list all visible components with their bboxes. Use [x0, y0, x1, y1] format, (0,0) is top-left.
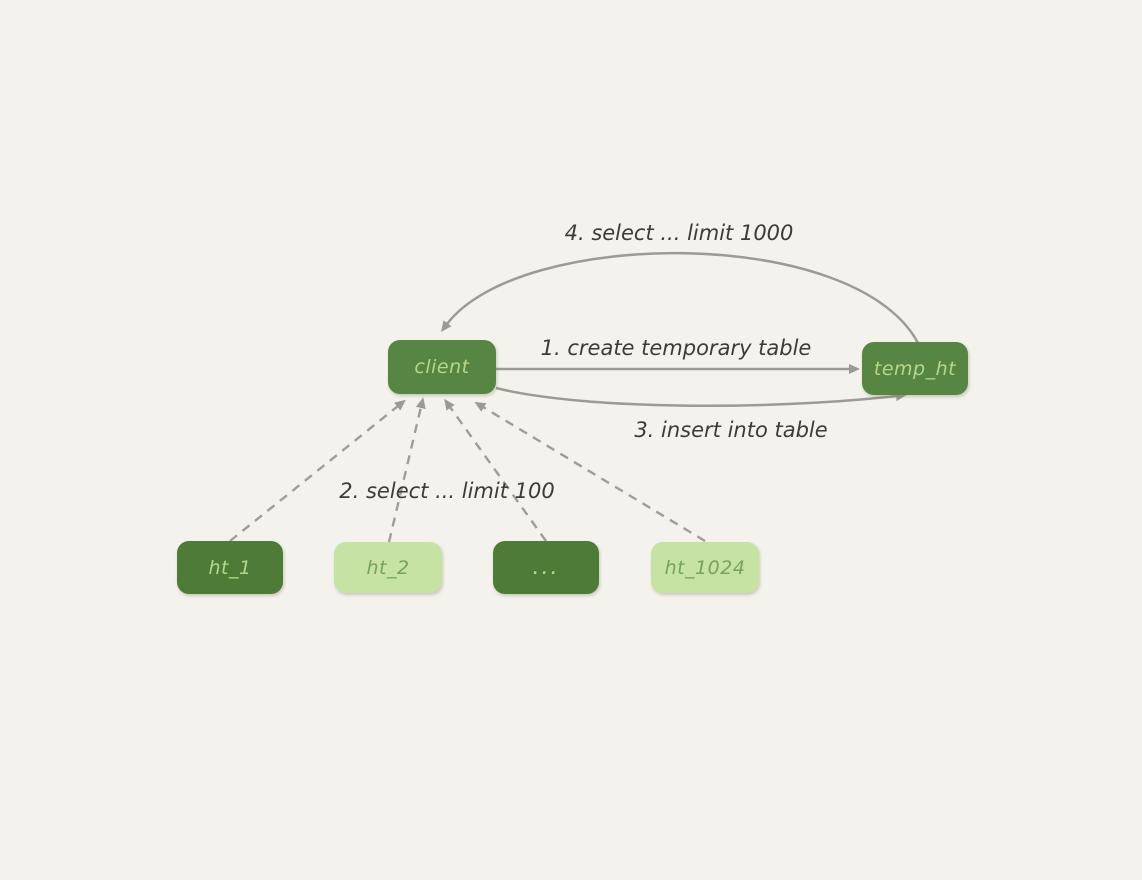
edge-insert-arrow [495, 386, 907, 408]
edge-ht1-to-client-arrow [229, 399, 406, 542]
edge-label-insert: 3. insert into table [634, 418, 828, 442]
edge-htdots-to-client-arrow [444, 398, 547, 542]
edge-ht1024-to-client-arrow [474, 401, 706, 543]
edge-label-select-final: 4. select ... limit 1000 [564, 221, 794, 245]
node-temp-ht: temp_ht [862, 342, 968, 395]
edge-label-create-table: 1. create temporary table [540, 336, 812, 360]
edge-label-select-shards: 2. select ... limit 100 [339, 479, 555, 503]
node-ht-1: ht_1 [177, 541, 283, 594]
node-ht-ellipsis: ... [493, 541, 599, 594]
node-ht-2: ht_2 [334, 542, 442, 593]
node-client: client [388, 340, 496, 394]
node-ht-1024: ht_1024 [651, 542, 759, 593]
edge-ht2-to-client-arrow [387, 397, 426, 543]
edge-select-final-arrow [440, 251, 920, 344]
